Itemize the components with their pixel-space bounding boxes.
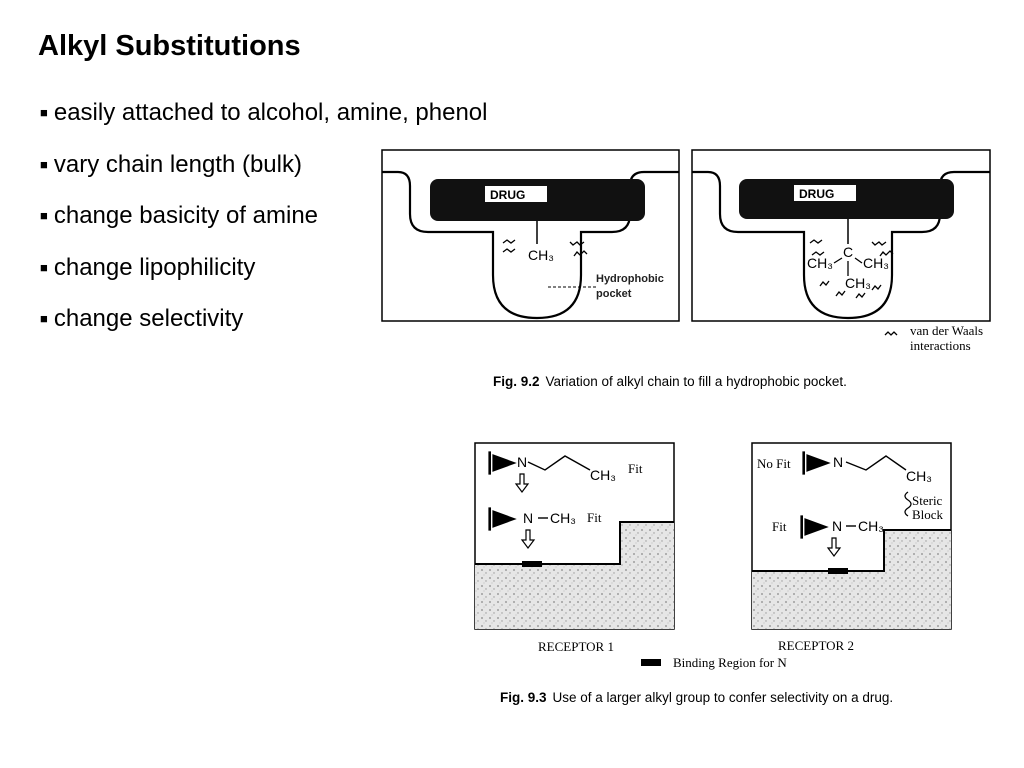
methyl-label-left-branch: CH₃: [807, 255, 833, 271]
caption-number: Fig. 9.2: [493, 374, 540, 389]
bullet-item: ■ change lipophilicity: [40, 252, 487, 304]
bullet-item: ■ change selectivity: [40, 303, 487, 355]
receptor-pocket-right: [691, 149, 991, 336]
methyl-label-lower-branch: CH₃: [845, 275, 871, 291]
caption-text: Use of a larger alkyl group to confer se…: [552, 690, 894, 705]
slide-title: Alkyl Substitutions: [38, 30, 301, 62]
receptor-pocket-left: [381, 149, 680, 322]
fig-9-3-caption: Fig. 9.3 Use of a larger alkyl group to c…: [500, 690, 893, 705]
block-label: Block: [912, 507, 944, 522]
receptor-2-box: [751, 442, 952, 630]
bullet-list: ■ easily attached to alcohol, amine, phen…: [40, 97, 487, 355]
fit-label-r2: Fit: [772, 519, 787, 534]
binding-region-swatch: [641, 659, 661, 666]
n-label-r2-top: N: [833, 454, 843, 470]
bullet-item: ■ vary chain length (bulk): [40, 149, 487, 201]
receptor-1-box: [474, 442, 675, 630]
bullet-item: ■ change basicity of amine: [40, 200, 487, 252]
n-label-r1-top: N: [517, 454, 527, 470]
square-bullet-icon: ■: [40, 311, 48, 326]
fit-label-r1-top: Fit: [628, 461, 643, 476]
methyl-label-r2: CH₃: [858, 518, 884, 534]
drug-label-left: DRUG: [490, 188, 525, 202]
bullet-text: change lipophilicity: [53, 253, 256, 281]
no-fit-label: No Fit: [757, 456, 791, 471]
drug-label-right: DRUG: [799, 187, 834, 201]
methyl-label-r1: CH₃: [550, 510, 576, 526]
fig-9-2-caption: Fig. 9.2 Variation of alkyl chain to fill…: [493, 374, 847, 389]
square-bullet-icon: ■: [40, 156, 48, 172]
square-bullet-icon: ■: [40, 259, 48, 275]
bullet-text: vary chain length (bulk): [53, 150, 302, 178]
bullet-text: change basicity of amine: [53, 202, 319, 229]
vdw-legend-line1: van der Waals: [910, 323, 983, 338]
methyl-label-left: CH₃: [528, 247, 554, 263]
bullet-text: change selectivity: [53, 305, 244, 332]
central-carbon-label: C: [843, 244, 853, 260]
ethyl-end-label-r1: CH₃: [590, 467, 616, 483]
receptor-2-label: RECEPTOR 2: [778, 638, 854, 653]
ethyl-end-label-r2: CH₃: [906, 468, 932, 484]
pocket-label: pocket: [596, 288, 632, 300]
bullet-text: easily attached to alcohol, amine, pheno…: [53, 99, 488, 126]
n-label-r1-bottom: N: [523, 510, 533, 526]
square-bullet-icon: ■: [40, 105, 48, 120]
fit-label-r1-bottom: Fit: [587, 510, 602, 525]
receptor-1-label: RECEPTOR 1: [538, 639, 614, 654]
caption-text: Variation of alkyl chain to fill a hydro…: [545, 374, 847, 389]
vdw-legend-line2: interactions: [910, 338, 971, 353]
bullet-item: ■ easily attached to alcohol, amine, phen…: [40, 97, 487, 149]
square-bullet-icon: ■: [40, 208, 48, 223]
steric-label: Steric: [912, 493, 943, 508]
binding-region-legend: Binding Region for N: [673, 655, 787, 670]
n-label-r2-bottom: N: [832, 518, 842, 534]
hydrophobic-label: Hydrophobic: [596, 273, 664, 285]
methyl-label-right-branch: CH₃: [863, 255, 889, 271]
caption-number: Fig. 9.3: [500, 690, 547, 705]
